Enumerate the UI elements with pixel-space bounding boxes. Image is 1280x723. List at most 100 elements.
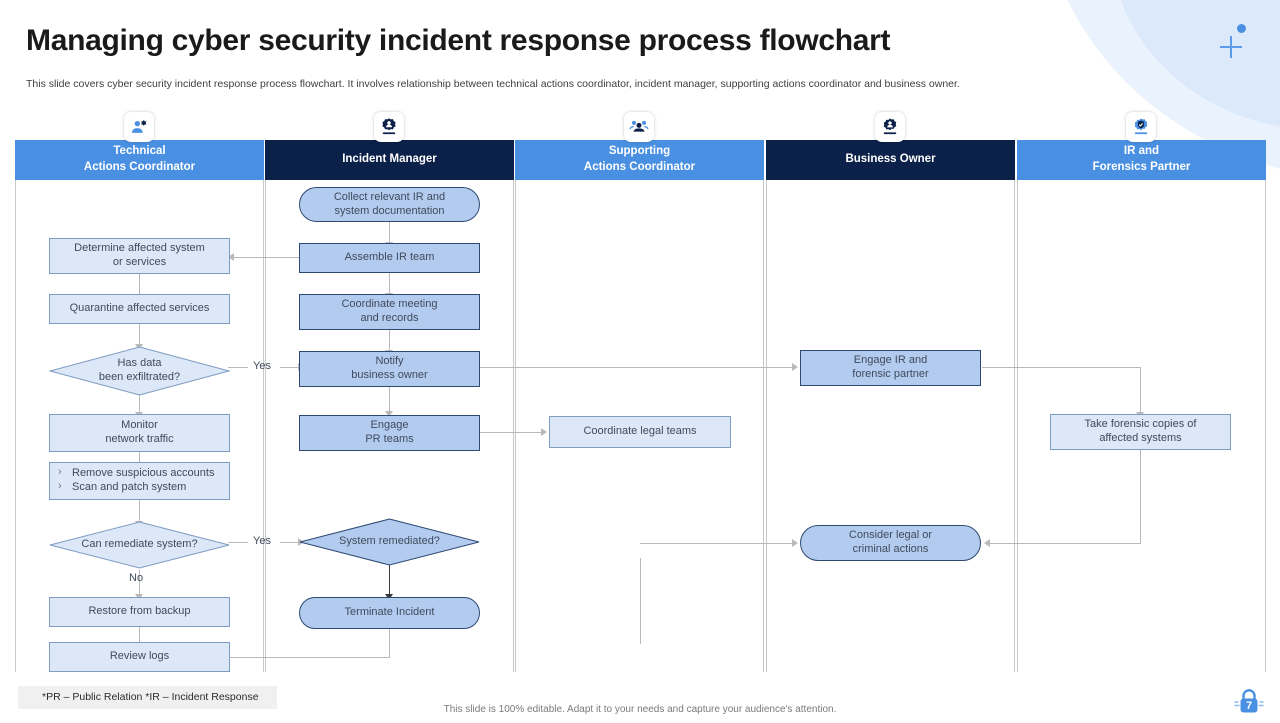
node-engage-ir-and-forensic-partner[interactable]: Engage IR and forensic partner xyxy=(800,350,981,386)
node-coordinate-meeting-and-records[interactable]: Coordinate meeting and records xyxy=(299,294,480,330)
connector xyxy=(389,387,390,413)
lane-label-line2: Actions Coordinator xyxy=(583,161,696,173)
node-assemble-ir-team[interactable]: Assemble IR team xyxy=(299,243,480,273)
node-monitor-network-traffic[interactable]: Monitor network traffic xyxy=(49,414,230,452)
connector xyxy=(389,565,390,597)
node-label-line1: Engage xyxy=(370,419,409,432)
lane-header-business-owner: Business Owner xyxy=(766,140,1015,180)
node-engage-pr-teams[interactable]: Engage PR teams xyxy=(299,415,480,451)
arrow-icon xyxy=(385,411,393,417)
node-label-line2: forensic partner xyxy=(852,368,929,380)
list-item: Scan and patch system xyxy=(58,480,214,495)
lane-header-technical-actions-coordinator: Technical Actions Coordinator xyxy=(15,140,264,180)
node-label-line1: Terminate Incident xyxy=(344,606,435,619)
node-review-logs[interactable]: Review logs xyxy=(49,642,230,672)
node-label-line2: and records xyxy=(360,312,419,324)
arrow-icon xyxy=(541,428,547,436)
node-label-line1: Coordinate meeting xyxy=(341,298,438,311)
lane-label-line2: Forensics Partner xyxy=(1092,161,1191,173)
user-settings-icon xyxy=(124,112,154,142)
node-label-line2: PR teams xyxy=(365,433,414,445)
node-remediation-actions[interactable]: Remove suspicious accounts Scan and patc… xyxy=(49,462,230,500)
node-determine-affected-system[interactable]: Determine affected system or services xyxy=(49,238,230,274)
node-label-line1: Monitor xyxy=(121,419,158,432)
connector xyxy=(389,330,390,352)
lane-body-ir-and-forensics-partner xyxy=(1017,180,1266,672)
connector xyxy=(139,274,140,296)
connector xyxy=(228,367,248,368)
connector xyxy=(389,604,390,657)
connector xyxy=(280,367,300,368)
connector xyxy=(139,322,140,346)
node-label-line2: system documentation xyxy=(334,204,445,217)
lock-badge-icon: 7 xyxy=(1232,684,1266,718)
node-label-line1: Restore from backup xyxy=(88,605,191,618)
lane-label-line1: IR and xyxy=(1123,145,1160,158)
node-label-line1: Engage IR and xyxy=(853,354,928,367)
node-label-line2: affected systems xyxy=(1099,432,1182,444)
node-terminate-incident[interactable]: Terminate Incident xyxy=(299,597,480,629)
connector xyxy=(480,432,542,433)
footer-note: This slide is 100% editable. Adapt it to… xyxy=(443,704,837,715)
lane-body-incident-manager xyxy=(265,180,514,672)
connector xyxy=(139,392,140,414)
connector xyxy=(234,257,300,258)
node-collect-relevant-documentation[interactable]: Collect relevant IR and system documenta… xyxy=(299,187,480,222)
lane-label-line1: Business Owner xyxy=(845,153,936,166)
decision-system-remediated[interactable]: System remediated? xyxy=(299,518,480,566)
arrow-icon xyxy=(792,363,798,371)
arrow-icon xyxy=(228,253,234,261)
page-subtitle: This slide covers cyber security inciden… xyxy=(26,78,960,90)
arrow-icon xyxy=(984,539,990,547)
node-coordinate-legal-teams[interactable]: Coordinate legal teams xyxy=(549,416,731,448)
connector xyxy=(640,558,641,644)
lane-label-line1: Technical xyxy=(113,145,166,158)
node-label-line1: Take forensic copies of xyxy=(1084,418,1197,431)
lane-label-line1: Supporting xyxy=(608,145,671,158)
node-label-line1: Consider legal or xyxy=(848,529,933,542)
connector xyxy=(139,627,140,649)
connector xyxy=(389,222,390,244)
node-label-line1: Determine affected system xyxy=(74,242,205,255)
node-label-line2: criminal actions xyxy=(852,543,929,555)
node-label-line1: Collect relevant IR and xyxy=(333,190,446,203)
decision-can-remediate-system[interactable]: Can remediate system? xyxy=(49,521,230,569)
decision-has-data-been-exfiltrated[interactable]: Has data been exfiltrated? xyxy=(49,346,230,396)
node-notify-business-owner[interactable]: Notify business owner xyxy=(299,351,480,387)
page-title: Managing cyber security incident respons… xyxy=(26,24,891,57)
gear-user-icon xyxy=(374,112,404,142)
footnote-abbreviations: *PR – Public Relation *IR – Incident Res… xyxy=(18,686,277,709)
connector xyxy=(139,500,140,524)
connector xyxy=(228,542,248,543)
list-item: Remove suspicious accounts xyxy=(58,466,215,481)
connector xyxy=(1140,367,1141,414)
node-label-line2: or services xyxy=(112,256,167,268)
lane-body-technical-actions-coordinator xyxy=(15,180,264,672)
node-label-line2: network traffic xyxy=(105,433,174,445)
dot-icon xyxy=(1237,24,1246,33)
node-take-forensic-copies[interactable]: Take forensic copies of affected systems xyxy=(1050,414,1231,450)
connector xyxy=(230,657,390,658)
node-restore-from-backup[interactable]: Restore from backup xyxy=(49,597,230,627)
lane-header-ir-and-forensics-partner: IR and Forensics Partner xyxy=(1017,140,1266,180)
lane-header-incident-manager: Incident Manager xyxy=(265,140,514,180)
badge-number: 7 xyxy=(1246,700,1252,712)
node-label-line1: Quarantine affected services xyxy=(69,302,210,315)
gear-person-icon xyxy=(875,112,905,142)
connector xyxy=(1140,447,1141,543)
node-label-line1: Assemble IR team xyxy=(344,251,435,264)
connector xyxy=(480,367,792,368)
node-quarantine-affected-services[interactable]: Quarantine affected services xyxy=(49,294,230,324)
lane-label-line1: Incident Manager xyxy=(342,153,437,166)
node-consider-legal-or-criminal-actions[interactable]: Consider legal or criminal actions xyxy=(800,525,981,561)
node-label-line1: Notify xyxy=(375,355,404,368)
lane-header-supporting-actions-coordinator: Supporting Actions Coordinator xyxy=(515,140,764,180)
edge-label-exfiltrated-yes: Yes xyxy=(253,360,271,372)
lane-body-business-owner xyxy=(766,180,1015,672)
users-group-icon xyxy=(624,112,654,142)
connector xyxy=(389,273,390,295)
connector xyxy=(139,452,140,470)
node-label-line1: Coordinate legal teams xyxy=(583,425,697,438)
node-label-line1: Review logs xyxy=(109,650,170,663)
lane-body-supporting-actions-coordinator xyxy=(515,180,764,672)
